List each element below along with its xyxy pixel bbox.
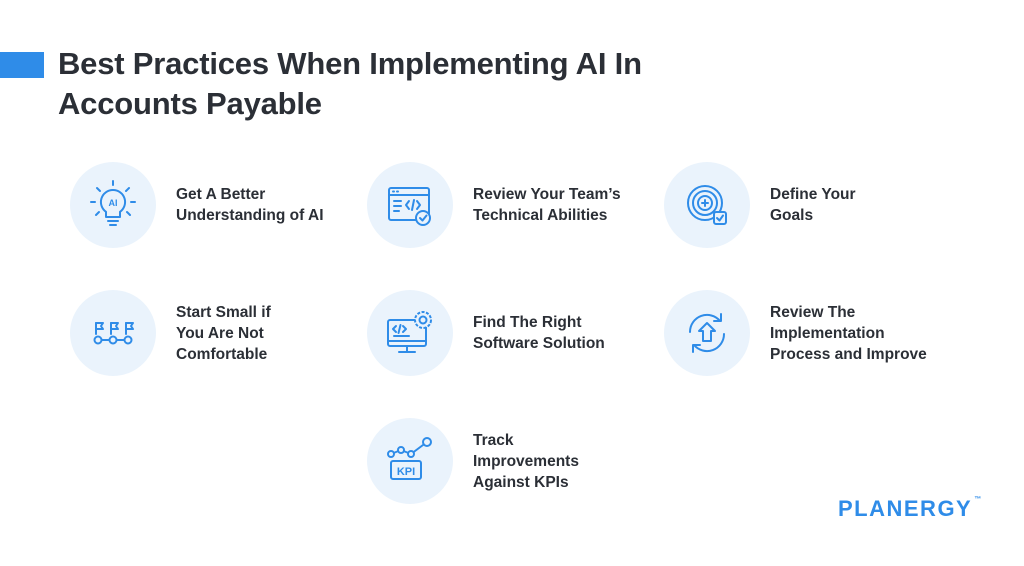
- practice-label: Get A Better Understanding of AI: [176, 186, 324, 224]
- icon-circle: [70, 290, 156, 376]
- cycle-arrows-icon: [688, 313, 726, 353]
- practice-label: Review Your Team’s Technical Abilities: [473, 186, 621, 224]
- practice-item-review-improve: Review The Implementation Process and Im…: [664, 290, 964, 376]
- icon-circle: [367, 290, 453, 376]
- icon-circle: [664, 162, 750, 248]
- code-window-check-icon: [388, 187, 431, 226]
- ai-lightbulb-icon: AI: [90, 180, 136, 226]
- practice-item-understand-ai: AI Get A Better Understanding of AI: [70, 162, 370, 248]
- practice-item-software: Find The Right Software Solution: [367, 290, 667, 376]
- trademark-mark: ™: [974, 496, 982, 503]
- brand-name: PLANERGY: [838, 496, 973, 521]
- practice-label: Start Small if You Are Not Comfortable: [176, 303, 271, 363]
- practice-label: Track Improvements Against KPIs: [473, 431, 579, 491]
- milestone-flags-icon: [93, 322, 134, 345]
- practice-item-start-small: Start Small if You Are Not Comfortable: [70, 290, 370, 376]
- kpi-chart-icon: KPI: [387, 437, 432, 480]
- monitor-gear-code-icon: [387, 311, 432, 353]
- icon-circle: [367, 162, 453, 248]
- accent-bar: [0, 52, 44, 78]
- practice-item-define-goals: Define Your Goals: [664, 162, 964, 248]
- icon-circle: [664, 290, 750, 376]
- practice-label: Find The Right Software Solution: [473, 314, 605, 352]
- practice-item-track-kpis: KPI Track Improvements Against KPIs: [367, 418, 667, 504]
- icon-circle: AI: [70, 162, 156, 248]
- target-check-icon: [687, 185, 727, 225]
- practice-label: Define Your Goals: [770, 186, 856, 224]
- icon-circle: KPI: [367, 418, 453, 504]
- practice-item-review-team: Review Your Team’s Technical Abilities: [367, 162, 667, 248]
- svg-text:AI: AI: [109, 198, 118, 208]
- practice-label: Review The Implementation Process and Im…: [770, 303, 927, 363]
- page-title: Best Practices When Implementing AI In A…: [58, 46, 642, 121]
- svg-text:KPI: KPI: [397, 466, 415, 478]
